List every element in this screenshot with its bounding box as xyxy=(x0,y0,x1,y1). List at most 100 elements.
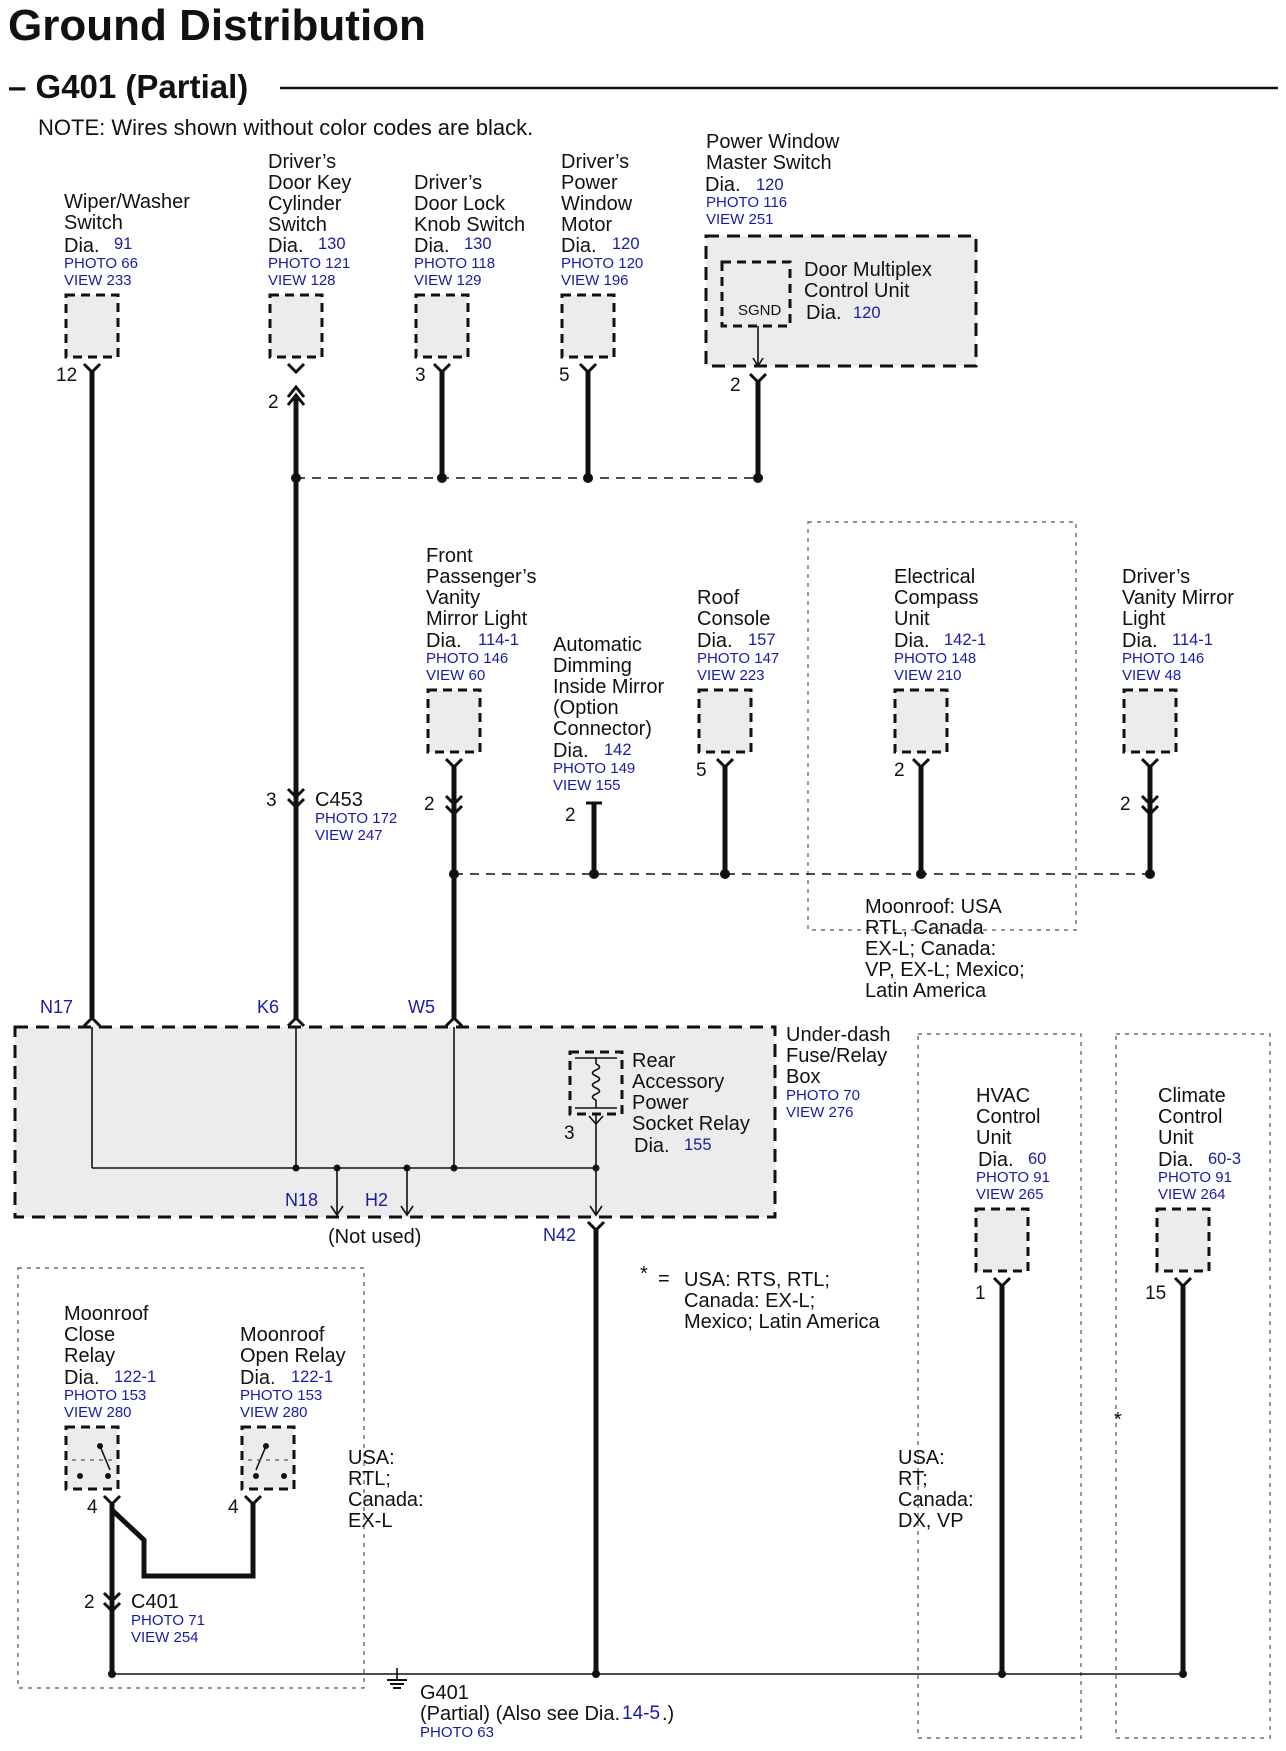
svg-text:PHOTO 153: PHOTO 153 xyxy=(64,1387,146,1404)
svg-text:VIEW 129: VIEW 129 xyxy=(414,272,482,289)
svg-text:2: 2 xyxy=(268,392,279,413)
svg-text:130: 130 xyxy=(464,235,492,253)
page-note: NOTE: Wires shown without color codes ar… xyxy=(38,115,533,140)
svg-text:PHOTO 66: PHOTO 66 xyxy=(64,255,138,272)
svg-text:Dia.: Dia. xyxy=(64,1367,100,1389)
svg-text:Driver’s: Driver’s xyxy=(268,151,336,173)
svg-text:VIEW 280: VIEW 280 xyxy=(240,1404,308,1421)
svg-text:Dia.: Dia. xyxy=(634,1135,670,1157)
svg-text:Mirror Light: Mirror Light xyxy=(426,608,528,630)
svg-text:Vanity Mirror: Vanity Mirror xyxy=(1122,587,1234,609)
svg-text:Fuse/Relay: Fuse/Relay xyxy=(786,1045,887,1067)
svg-text:15: 15 xyxy=(1145,1283,1166,1304)
svg-text:122-1: 122-1 xyxy=(291,1368,333,1386)
svg-text:.): .) xyxy=(662,1703,674,1725)
svg-text:Switch: Switch xyxy=(64,212,123,234)
svg-text:Unit: Unit xyxy=(1158,1127,1194,1149)
svg-text:3: 3 xyxy=(564,1123,575,1144)
svg-text:Electrical: Electrical xyxy=(894,566,975,588)
svg-text:Accessory: Accessory xyxy=(632,1071,724,1093)
svg-text:Unit: Unit xyxy=(894,608,930,630)
svg-text:PHOTO 120: PHOTO 120 xyxy=(561,255,643,272)
svg-text:VIEW 265: VIEW 265 xyxy=(976,1186,1044,1203)
svg-text:Door Multiplex: Door Multiplex xyxy=(804,259,932,281)
terminal-n18: N18 xyxy=(285,1190,318,1210)
door-key-cylinder-switch: Driver’s Door Key Cylinder Switch Dia. 1… xyxy=(268,151,351,413)
svg-text:Automatic: Automatic xyxy=(553,634,642,656)
not-used-label: (Not used) xyxy=(328,1226,421,1248)
terminal-n42: N42 xyxy=(543,1225,576,1245)
svg-text:Inside Mirror: Inside Mirror xyxy=(553,676,664,698)
svg-text:Compass: Compass xyxy=(894,587,978,609)
moon-open-switch-icon xyxy=(255,1445,267,1471)
wiper-washer-switch: Wiper/Washer Switch Dia. 91 PHOTO 66 VIE… xyxy=(56,191,190,386)
hvac-control-unit: HVAC Control Unit Dia. 60 PHOTO 91 VIEW … xyxy=(898,1085,1050,1674)
svg-text:C401: C401 xyxy=(131,1591,179,1613)
moonroof-relays-note: USA: RTL; Canada: EX-L xyxy=(348,1447,424,1532)
terminal-h2: H2 xyxy=(365,1190,388,1210)
compass-box xyxy=(893,688,949,754)
svg-text:VIEW 48: VIEW 48 xyxy=(1122,667,1181,684)
svg-text:PHOTO 63: PHOTO 63 xyxy=(420,1724,494,1741)
svg-text:Open Relay: Open Relay xyxy=(240,1345,346,1367)
svg-text:Rear: Rear xyxy=(632,1050,676,1072)
svg-text:122-1: 122-1 xyxy=(114,1368,156,1386)
svg-text:PHOTO 147: PHOTO 147 xyxy=(697,650,779,667)
svg-text:Dia.: Dia. xyxy=(553,740,589,762)
svg-text:VIEW 155: VIEW 155 xyxy=(553,777,621,794)
svg-text:RTL;: RTL; xyxy=(348,1468,391,1490)
drivers-vanity-mirror-light: Driver’s Vanity Mirror Light Dia. 114-1 … xyxy=(1120,566,1234,815)
moonroof-open-relay: Moonroof Open Relay Dia. 122-1 PHOTO 153… xyxy=(228,1324,346,1518)
page-title: Ground Distribution xyxy=(8,1,426,50)
svg-text:VIEW 280: VIEW 280 xyxy=(64,1404,132,1421)
svg-text:3: 3 xyxy=(266,790,277,811)
svg-text:3: 3 xyxy=(415,365,426,386)
svg-text:PHOTO 153: PHOTO 153 xyxy=(240,1387,322,1404)
svg-text:142-1: 142-1 xyxy=(944,631,986,649)
svg-text:VIEW 210: VIEW 210 xyxy=(894,667,962,684)
svg-text:Wiper/Washer: Wiper/Washer xyxy=(64,191,190,213)
svg-text:DX, VP: DX, VP xyxy=(898,1510,964,1532)
moonroof-wires xyxy=(102,1494,263,1674)
door-lock-switch-box xyxy=(414,293,470,359)
hvac-box xyxy=(974,1207,1030,1273)
svg-text:Cylinder: Cylinder xyxy=(268,193,342,215)
moonroof-option-note: Moonroof: USA RTL, Canada EX-L; Canada: … xyxy=(865,896,1025,1002)
svg-text:2: 2 xyxy=(424,794,435,815)
svg-text:VP, EX-L; Mexico;: VP, EX-L; Mexico; xyxy=(865,959,1025,981)
terminal-w5: W5 xyxy=(408,997,435,1017)
svg-text:Console: Console xyxy=(697,608,770,630)
svg-text:114-1: 114-1 xyxy=(478,631,519,649)
svg-text:114-1: 114-1 xyxy=(1172,631,1213,649)
hvac-option-region xyxy=(917,1033,1082,1739)
svg-text:60: 60 xyxy=(1028,1150,1046,1168)
front-passenger-vanity-mirror-light: Front Passenger’s Vanity Mirror Light Di… xyxy=(424,545,536,815)
svg-text:Dia.: Dia. xyxy=(426,630,462,652)
svg-text:Climate: Climate xyxy=(1158,1085,1226,1107)
svg-text:Socket Relay: Socket Relay xyxy=(632,1113,750,1135)
terminal-n17: N17 xyxy=(40,997,73,1017)
svg-text:Connector): Connector) xyxy=(553,718,652,740)
svg-text:130: 130 xyxy=(318,235,346,253)
ground-g401: G401 (Partial) (Also see Dia. 14-5 .) PH… xyxy=(108,1668,1187,1741)
svg-text:EX-L; Canada:: EX-L; Canada: xyxy=(865,938,996,960)
middle-wires xyxy=(444,757,1160,1018)
svg-text:Moonroof: Moonroof xyxy=(240,1324,325,1346)
svg-text:Switch: Switch xyxy=(268,214,327,236)
svg-text:Latin America: Latin America xyxy=(865,980,987,1002)
svg-text:Canada:: Canada: xyxy=(898,1489,974,1511)
automatic-dimming-inside-mirror: Automatic Dimming Inside Mirror (Option … xyxy=(553,634,664,826)
svg-text:157: 157 xyxy=(748,631,776,649)
svg-text:VIEW 264: VIEW 264 xyxy=(1158,1186,1226,1203)
svg-text:Dia.: Dia. xyxy=(268,235,304,257)
relay-coil-icon xyxy=(591,1063,601,1101)
svg-text:Vanity: Vanity xyxy=(426,587,480,609)
svg-text:PHOTO 91: PHOTO 91 xyxy=(1158,1169,1232,1186)
svg-text:RTL, Canada: RTL, Canada xyxy=(865,917,984,939)
terminal-k6: K6 xyxy=(257,997,279,1017)
svg-text:91: 91 xyxy=(114,235,132,253)
electrical-compass-unit: Electrical Compass Unit Dia. 142-1 PHOTO… xyxy=(893,566,986,781)
svg-text:Dia.: Dia. xyxy=(894,630,930,652)
svg-text:Dia.: Dia. xyxy=(561,235,597,257)
svg-text:2: 2 xyxy=(894,760,905,781)
